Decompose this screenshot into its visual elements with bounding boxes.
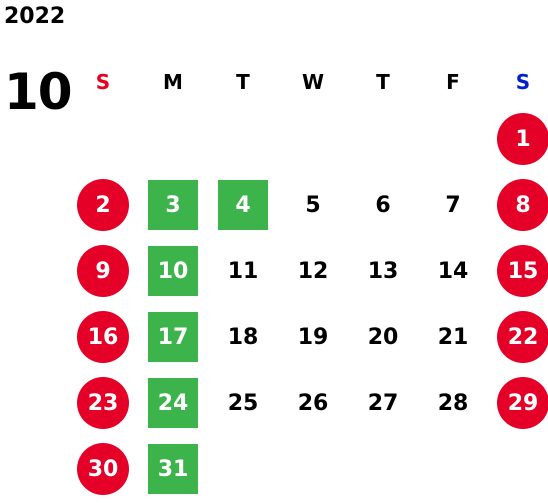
day-cell[interactable]: 1 — [488, 106, 548, 172]
day-number: 24 — [148, 378, 198, 428]
day-cell[interactable]: 15 — [488, 238, 548, 304]
day-cell[interactable]: 23 — [68, 370, 138, 436]
day-number: 9 — [77, 245, 129, 297]
day-number: 8 — [497, 179, 548, 231]
day-cell[interactable]: 4 — [208, 172, 278, 238]
day-number: 15 — [497, 245, 548, 297]
week-row: 30 31 — [68, 436, 548, 502]
empty-day-cell — [418, 106, 488, 172]
day-number: 27 — [367, 390, 399, 416]
empty-day-cell — [348, 436, 418, 502]
weekday-header: T — [236, 70, 250, 94]
empty-day-cell — [208, 106, 278, 172]
day-cell[interactable]: 17 — [138, 304, 208, 370]
day-cell[interactable]: 18 — [208, 304, 278, 370]
day-number: 1 — [497, 113, 548, 165]
day-number: 7 — [445, 192, 461, 218]
day-number: 3 — [148, 180, 198, 230]
week-row: 1 — [68, 106, 548, 172]
day-number: 21 — [437, 324, 469, 350]
weekday-header: S — [95, 70, 111, 94]
day-cell[interactable]: 20 — [348, 304, 418, 370]
calendar-year: 2022 — [4, 4, 66, 29]
empty-day-cell — [348, 106, 418, 172]
day-number: 30 — [77, 443, 129, 495]
day-cell[interactable]: 25 — [208, 370, 278, 436]
weekday-header: M — [163, 70, 183, 94]
weekday-header: W — [301, 70, 325, 94]
day-number: 17 — [148, 312, 198, 362]
day-cell[interactable]: 21 — [418, 304, 488, 370]
day-cell[interactable]: 16 — [68, 304, 138, 370]
day-number: 4 — [218, 180, 268, 230]
day-number: 29 — [497, 377, 548, 429]
day-number: 10 — [148, 246, 198, 296]
empty-day-cell — [138, 106, 208, 172]
day-number: 14 — [437, 258, 469, 284]
day-number: 25 — [227, 390, 259, 416]
day-number: 11 — [227, 258, 259, 284]
day-number: 12 — [297, 258, 329, 284]
empty-day-cell — [208, 436, 278, 502]
day-cell[interactable]: 29 — [488, 370, 548, 436]
day-cell[interactable]: 14 — [418, 238, 488, 304]
weekday-header: S — [515, 70, 531, 94]
day-cell[interactable]: 27 — [348, 370, 418, 436]
day-number: 13 — [367, 258, 399, 284]
day-number: 6 — [375, 192, 391, 218]
day-cell[interactable]: 10 — [138, 238, 208, 304]
day-cell[interactable]: 12 — [278, 238, 348, 304]
empty-day-cell — [278, 106, 348, 172]
week-row: 23 24 25 26 27 28 29 — [68, 370, 548, 436]
day-cell[interactable]: 6 — [348, 172, 418, 238]
day-cell[interactable]: 11 — [208, 238, 278, 304]
day-number: 18 — [227, 324, 259, 350]
day-cell[interactable]: 8 — [488, 172, 548, 238]
day-number: 19 — [297, 324, 329, 350]
week-row: 16 17 18 19 20 21 22 — [68, 304, 548, 370]
day-number: 22 — [497, 311, 548, 363]
day-cell[interactable]: 30 — [68, 436, 138, 502]
day-cell[interactable]: 3 — [138, 172, 208, 238]
weekday-header: T — [376, 70, 390, 94]
day-number: 31 — [148, 444, 198, 494]
day-cell[interactable]: 24 — [138, 370, 208, 436]
day-cell[interactable]: 5 — [278, 172, 348, 238]
calendar-month: 10 — [4, 63, 73, 121]
empty-day-cell — [418, 436, 488, 502]
week-row: 9 10 11 12 13 14 15 — [68, 238, 548, 304]
day-cell[interactable]: 2 — [68, 172, 138, 238]
empty-day-cell — [488, 436, 548, 502]
day-number: 5 — [305, 192, 321, 218]
day-cell[interactable]: 28 — [418, 370, 488, 436]
empty-day-cell — [68, 106, 138, 172]
day-cell[interactable]: 22 — [488, 304, 548, 370]
day-number: 28 — [437, 390, 469, 416]
empty-day-cell — [278, 436, 348, 502]
day-cell[interactable]: 19 — [278, 304, 348, 370]
day-cell[interactable]: 7 — [418, 172, 488, 238]
day-number: 16 — [77, 311, 129, 363]
day-number: 26 — [297, 390, 329, 416]
day-number: 2 — [77, 179, 129, 231]
day-cell[interactable]: 9 — [68, 238, 138, 304]
day-number: 20 — [367, 324, 399, 350]
day-cell[interactable]: 13 — [348, 238, 418, 304]
day-cell[interactable]: 31 — [138, 436, 208, 502]
weekday-header: F — [446, 70, 460, 94]
day-cell[interactable]: 26 — [278, 370, 348, 436]
day-number: 23 — [77, 377, 129, 429]
